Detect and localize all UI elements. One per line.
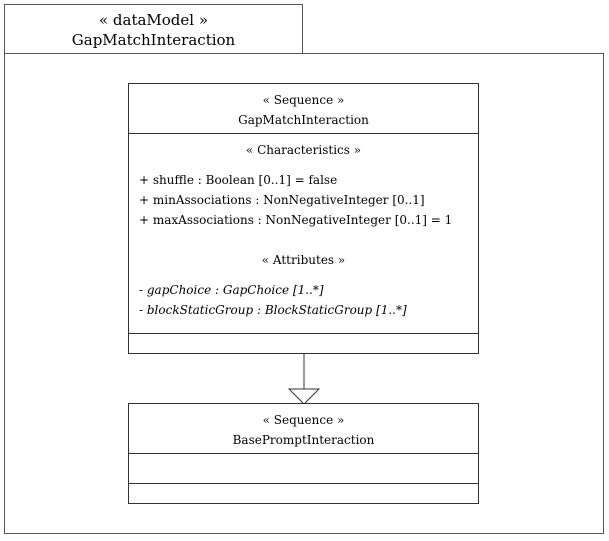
class-header-compartment: « Sequence » BasePromptInteraction [129, 404, 478, 454]
attribute-gap-choice: - gapChoice : GapChoice [1..*] [139, 283, 324, 297]
generalization-arrowhead [287, 388, 321, 405]
class-operations-compartment [129, 484, 478, 503]
class-attributes-compartment: « Characteristics » + shuffle : Boolean … [129, 134, 478, 334]
class-name: BasePromptInteraction [232, 433, 375, 447]
class-stereotype: « Sequence » [262, 93, 345, 107]
diagram-frame-tab: « dataModel » GapMatchInteraction [4, 4, 303, 53]
class-attributes-compartment [129, 454, 478, 484]
class-gap-match-interaction[interactable]: « Sequence » GapMatchInteraction « Chara… [128, 83, 479, 354]
attributes-header: « Attributes » [261, 253, 346, 267]
attribute-shuffle: + shuffle : Boolean [0..1] = false [139, 173, 338, 187]
class-name: GapMatchInteraction [238, 113, 369, 127]
class-stereotype: « Sequence » [262, 413, 345, 427]
attribute-block-static-group: - blockStaticGroup : BlockStaticGroup [1… [139, 303, 407, 317]
frame-title: GapMatchInteraction [71, 31, 236, 49]
characteristics-header: « Characteristics » [245, 143, 362, 157]
class-header-compartment: « Sequence » GapMatchInteraction [129, 84, 478, 134]
frame-stereotype: « dataModel » [98, 11, 209, 29]
attribute-min-associations: + minAssociations : NonNegativeInteger [… [139, 193, 425, 207]
attribute-max-associations: + maxAssociations : NonNegativeInteger [… [139, 213, 453, 227]
class-base-prompt-interaction[interactable]: « Sequence » BasePromptInteraction [128, 403, 479, 504]
